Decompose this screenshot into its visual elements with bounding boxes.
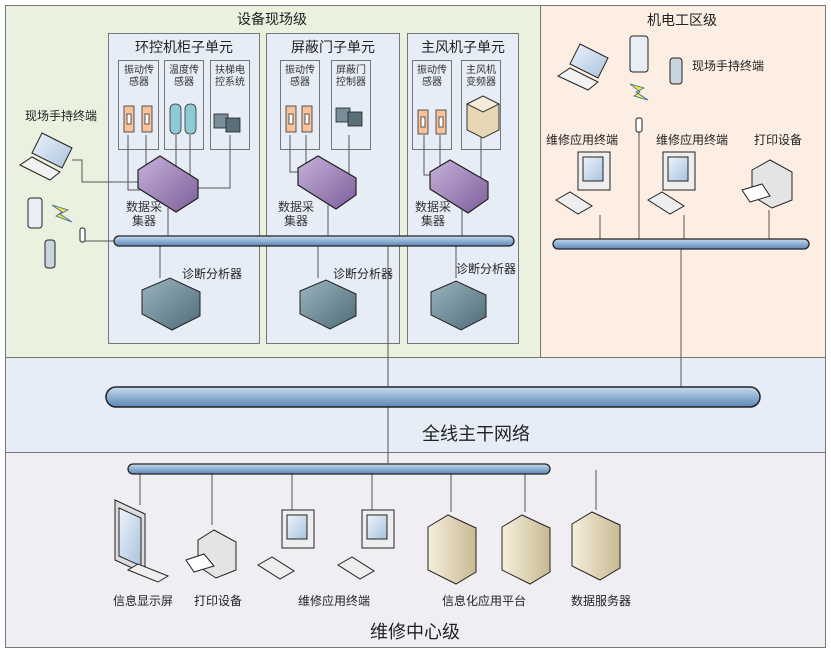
laptop-icon — [556, 43, 609, 91]
em-handheld-label: 现场手持终端 — [692, 59, 765, 73]
tablet-icon — [27, 197, 43, 229]
device-label: 振动传 感器 — [417, 65, 447, 88]
center-item-label: 维修应用终端 — [297, 594, 371, 608]
data-collector-icon — [137, 155, 489, 214]
network-buses — [105, 235, 810, 475]
tablet-icon — [629, 35, 649, 73]
device-label: 主风机 变频器 — [466, 65, 496, 88]
device-label: 温度传 感器 — [169, 65, 199, 88]
printer-icon — [185, 159, 793, 579]
center-item-label: 信息化应用平台 — [441, 594, 527, 608]
display-screen-icon — [114, 499, 170, 583]
device-box — [412, 60, 452, 150]
em-printer-label: 打印设备 — [754, 133, 803, 147]
door-controller-icon — [335, 107, 363, 127]
device-label: 扶梯电 控系统 — [215, 65, 245, 88]
em-terminal-label: 维修应用终端 — [546, 133, 619, 147]
center-item-label: 打印设备 — [193, 594, 243, 608]
em-terminal-label: 维修应用终端 — [656, 133, 729, 147]
workstation-icon — [257, 151, 696, 580]
field-handheld-label: 现场手持终端 — [25, 109, 98, 123]
device-box — [280, 60, 320, 150]
backbone-bus — [105, 386, 761, 408]
analyzer-label: 诊断分析器 — [333, 267, 394, 281]
wireless-signal-icon — [51, 204, 73, 223]
center-item-label: 数据服务器 — [570, 594, 632, 608]
device-label: 振动传 感器 — [124, 65, 154, 88]
analyzer-label: 诊断分析器 — [456, 262, 517, 276]
center-bus — [127, 463, 551, 475]
device-label: 屏蔽门 控制器 — [336, 65, 366, 88]
subunit-title: 主风机子单元 — [421, 40, 505, 56]
collector-label: 数据采 集器 — [125, 200, 162, 228]
zone-title-backbone: 全线主干网络 — [422, 424, 530, 445]
server-icon — [427, 511, 621, 585]
mobile-phone-icon — [44, 239, 56, 269]
field-bus — [113, 235, 515, 247]
electromech-bus — [552, 238, 810, 250]
zone-title-field: 设备现场级 — [237, 12, 307, 28]
device-box — [331, 60, 371, 150]
vibration-sensor-icon — [123, 105, 447, 135]
zone-title-center: 维修中心级 — [370, 622, 460, 643]
device-box — [164, 60, 204, 150]
device-label: 振动传 感器 — [285, 65, 315, 88]
laptop-icon — [19, 132, 73, 181]
mobile-phone-icon — [669, 57, 683, 85]
antenna-icon — [79, 227, 86, 243]
diagnostic-analyzer-icon — [141, 277, 487, 331]
analyzer-label: 诊断分析器 — [182, 267, 243, 281]
temperature-sensor-icon — [169, 103, 197, 135]
collector-label: 数据采 集器 — [414, 200, 451, 228]
antenna-icon — [635, 117, 643, 133]
zone-title-electromech: 机电工区级 — [647, 13, 717, 29]
collector-label: 数据采 集器 — [277, 200, 314, 228]
device-box — [118, 60, 159, 150]
escalator-control-icon — [213, 113, 241, 133]
subunit-title: 环控机柜子单元 — [135, 40, 233, 56]
inverter-icon — [465, 95, 501, 139]
subunit-title: 屏蔽门子单元 — [291, 40, 375, 56]
center-item-label: 信息显示屏 — [112, 594, 174, 608]
wireless-signal-icon — [629, 83, 649, 101]
